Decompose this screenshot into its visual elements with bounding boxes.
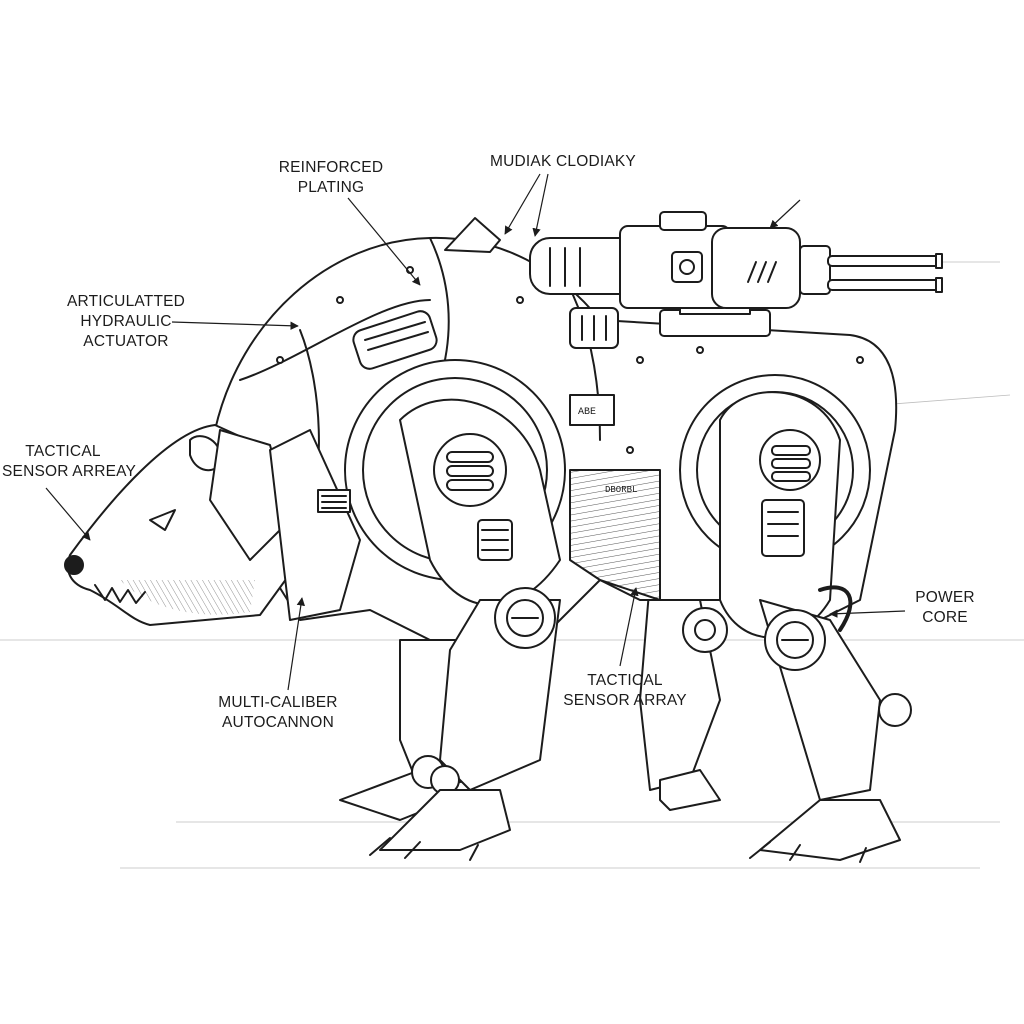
- bear-head: [64, 424, 301, 626]
- label-line: PLATING: [297, 179, 365, 196]
- shoulder-marking: DBORBL: [605, 485, 637, 495]
- label-line: AUTOCANNON: [222, 714, 334, 731]
- label-codename: MUDIAK CLODIAKY: [478, 152, 648, 172]
- label-line: ACTUATOR: [83, 333, 169, 350]
- leader-lines: [45, 173, 906, 691]
- label-line: POWER: [915, 589, 975, 606]
- rear-left-leg: [639, 579, 728, 811]
- label-line: SENSOR ARREAY: [2, 463, 137, 480]
- autocannon-turret: [529, 211, 943, 337]
- label-autocannon: MULTI-CALIBER AUTOCANNON: [210, 693, 346, 733]
- label-line: ARTICULATTED: [66, 293, 186, 310]
- label-sensor-array-belly: TACTICAL SENSOR ARRAY: [560, 671, 690, 711]
- label-line: HYDRAULIC: [80, 313, 172, 330]
- front-shoulder-joint: [344, 359, 566, 606]
- rear-right-leg: [749, 585, 912, 863]
- label-sensor-array-head: TACTICAL SENSOR ARREAY: [2, 442, 137, 482]
- label-power-core: POWER CORE: [904, 588, 986, 628]
- label-line: TACTICAL: [25, 443, 101, 460]
- rear-hip-joint: [679, 374, 871, 639]
- emblem-marking: ABE: [578, 407, 596, 418]
- label-line: SENSOR ARRAY: [563, 692, 687, 709]
- label-reinforced-plating: REINFORCED PLATING: [268, 158, 394, 198]
- label-line: CORE: [922, 609, 968, 626]
- neck-armor: [269, 429, 361, 621]
- label-line: MULTI-CALIBER: [218, 694, 338, 711]
- label-line: MUDIAK CLODIAKY: [490, 153, 636, 170]
- front-left-leg: [369, 587, 561, 861]
- label-articulated-actuator: ARTICULATTED HYDRAULIC ACTUATOR: [56, 292, 196, 352]
- label-line: TACTICAL: [587, 672, 663, 689]
- label-line: REINFORCED: [278, 159, 384, 176]
